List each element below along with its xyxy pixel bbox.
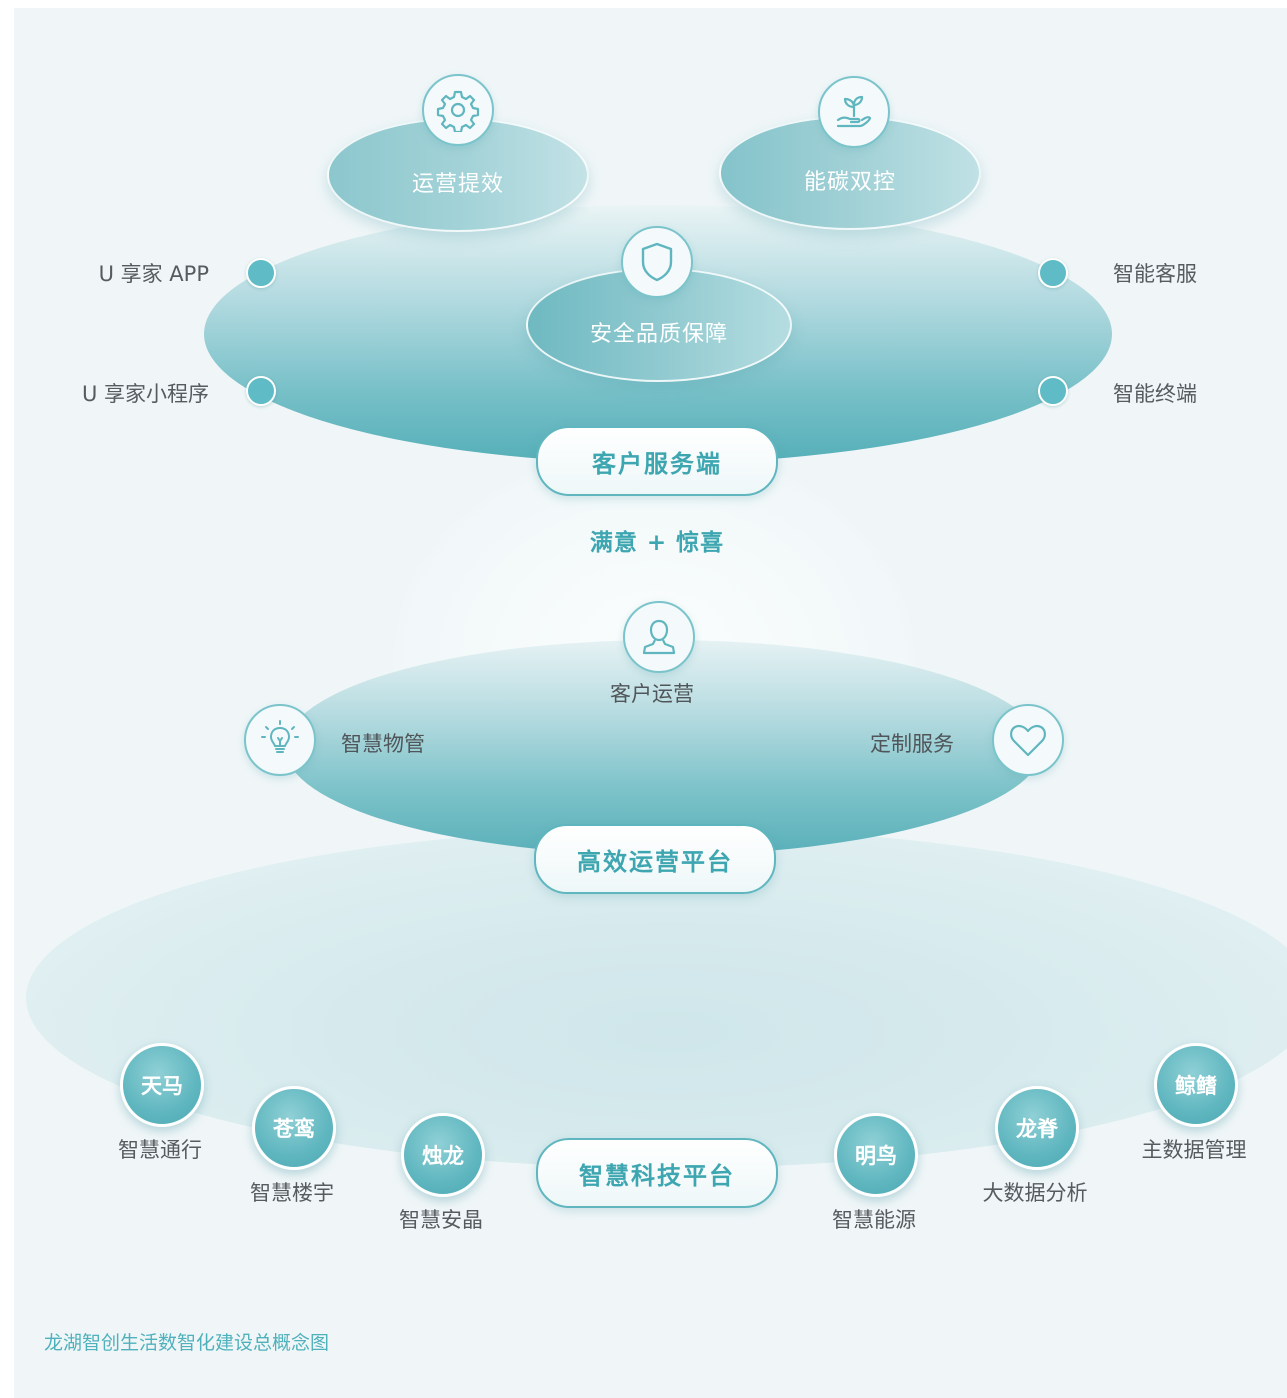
right-dot-service [1038,258,1068,288]
tech-label-jingqi: 主数据管理 [1141,1138,1247,1162]
safety-quality-label: 安全品质保障 [589,322,728,347]
customer-operations-label: 客户运营 [610,682,694,706]
tech-node-tianma: 天马 [120,1043,204,1127]
tech-label-longji: 大数据分析 [982,1181,1088,1205]
figure-caption: 龙湖智创生活数智化建设总概念图 [44,1332,330,1354]
customer-service-platform-pill: 客户服务端 [536,426,778,496]
custom-service-label: 定制服务 [870,732,954,756]
right-dot-terminal [1038,376,1068,406]
safety-quality-bubble: 安全品质保障 [526,268,792,382]
tech-platform-pill: 智慧科技平台 [536,1138,778,1208]
carbon-control-label: 能碳双控 [803,170,896,195]
operations-platform-pill: 高效运营平台 [534,824,776,894]
tech-node-zhulong: 烛龙 [401,1113,485,1197]
tech-node-jingqi: 鲸鳍 [1154,1043,1238,1127]
shield-icon [621,226,693,298]
plant-in-hand-icon [818,76,890,148]
person-icon [623,601,695,673]
left-dot-miniprogram [246,376,276,406]
tech-node-longji: 龙脊 [995,1086,1079,1170]
tech-node-cangluan: 苍鸾 [252,1086,336,1170]
left-item-app: U 享家 APP [98,262,209,286]
tech-label-tianma: 智慧通行 [118,1138,202,1162]
heart-icon [992,704,1064,776]
right-item-service: 智能客服 [1113,262,1197,286]
concept-diagram: 运营提效 能碳双控 安全品质保障 [14,8,1287,1398]
left-dot-app [246,258,276,288]
gear-icon [422,74,494,146]
tech-node-mingniao: 明鸟 [834,1113,918,1197]
tech-label-mingniao: 智慧能源 [832,1208,916,1232]
slogan: 满意 + 惊喜 [589,530,725,556]
operations-platform-ellipse [285,640,1042,855]
tech-label-zhulong: 智慧安晶 [399,1208,483,1232]
ops-efficiency-label: 运营提效 [411,172,504,197]
smart-property-label: 智慧物管 [341,732,425,756]
right-item-terminal: 智能终端 [1113,382,1197,406]
lightbulb-icon [244,704,316,776]
tech-label-cangluan: 智慧楼宇 [250,1181,334,1205]
left-item-miniprogram: U 享家小程序 [81,382,209,406]
